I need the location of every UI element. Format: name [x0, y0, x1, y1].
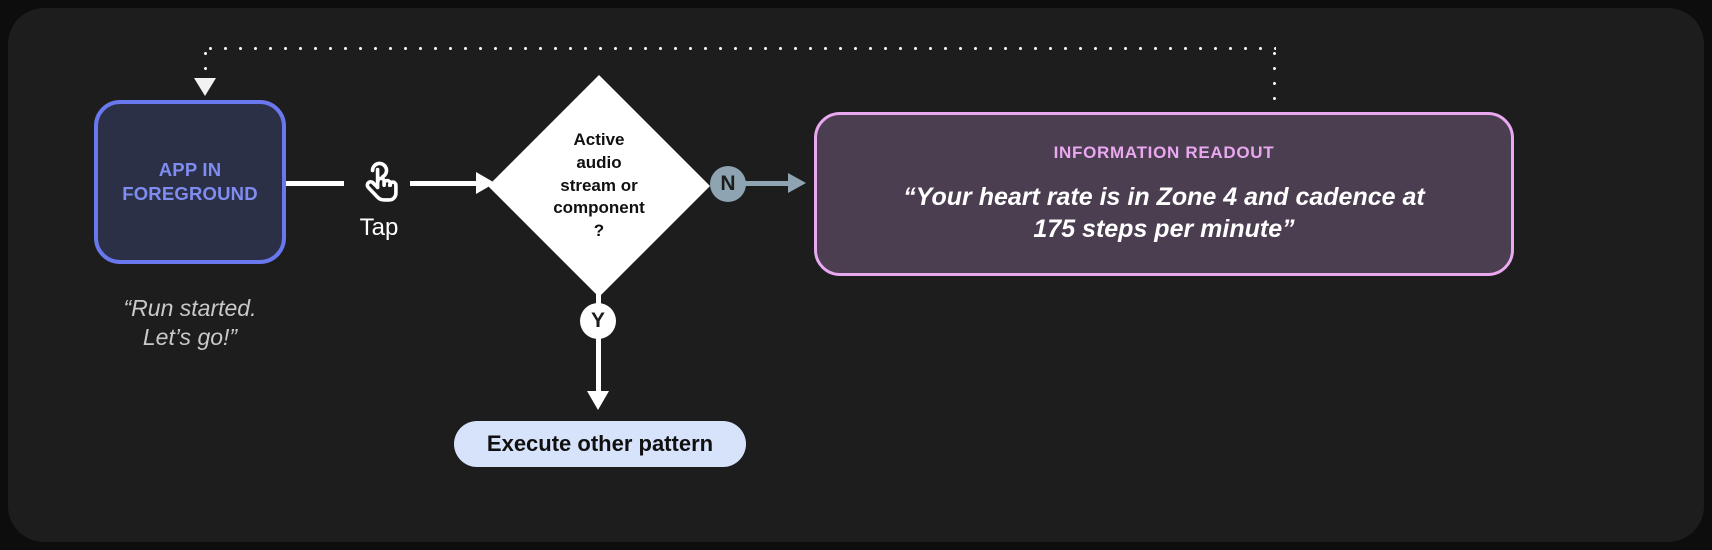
branch-badge-yes: Y [580, 303, 616, 339]
feedback-path-vertical-left [203, 46, 208, 82]
decision-label-line4: component [553, 198, 645, 218]
app-node-label: APP IN FOREGROUND [122, 158, 258, 205]
connector-no-arrowhead [788, 173, 806, 193]
feedback-path-horizontal [203, 46, 1276, 51]
readout-body: “Your heart rate is in Zone 4 and cadenc… [859, 181, 1470, 246]
readout-title: INFORMATION READOUT [1053, 142, 1275, 162]
connector-yes-to-pattern [596, 336, 601, 396]
connector-decision-to-yes [596, 294, 601, 310]
connector-tap-to-decision [410, 181, 482, 186]
branch-badge-no: N [710, 166, 746, 202]
tap-icon [352, 156, 406, 210]
connector-yes-arrowhead [587, 391, 609, 410]
diagram-surface: APP IN FOREGROUND “Run started. Let’s go… [8, 8, 1704, 542]
decision-label-line3: stream or [560, 175, 638, 195]
feedback-path-vertical-right [1272, 46, 1277, 114]
node-decision-audio-stream[interactable]: Active audio stream or component ? [487, 75, 711, 298]
app-node-label-line1: APP IN [158, 159, 222, 181]
readout-body-line1: “Your heart rate is in Zone 4 and cadenc… [903, 182, 1425, 211]
connector-app-to-tap [286, 181, 344, 186]
app-caption-line2: Let’s go!” [142, 324, 238, 351]
decision-label-line2: audio [576, 152, 622, 172]
connector-no-to-readout [744, 181, 792, 186]
app-node-caption: “Run started. Let’s go!” [68, 294, 312, 353]
decision-label-line5: ? [593, 221, 605, 241]
app-caption-line1: “Run started. [123, 295, 257, 321]
readout-body-line2: 175 steps per minute” [1033, 215, 1295, 243]
decision-label: Active audio stream or component ? [488, 75, 710, 297]
execute-other-pattern-label: Execute other pattern [486, 431, 714, 456]
tap-label: Tap [359, 214, 399, 241]
node-execute-other-pattern[interactable]: Execute other pattern [454, 421, 746, 467]
node-information-readout[interactable]: INFORMATION READOUT “Your heart rate is … [814, 112, 1514, 276]
node-app-in-foreground[interactable]: APP IN FOREGROUND [94, 100, 286, 264]
decision-label-line1: Active [573, 129, 625, 149]
feedback-path-arrowhead [194, 78, 216, 96]
app-node-label-line2: FOREGROUND [122, 183, 258, 204]
